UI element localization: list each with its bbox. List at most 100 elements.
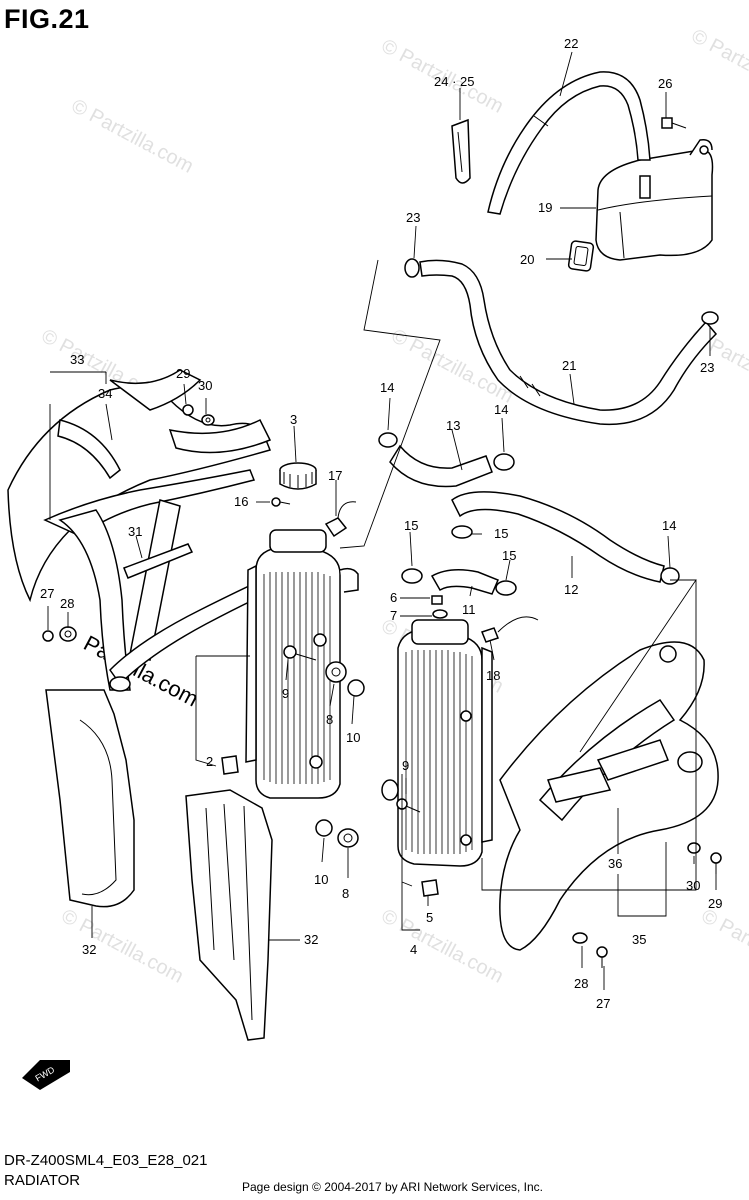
watermark: © Partzilla.com (68, 95, 197, 178)
watermark: © Partzilla.com (688, 25, 749, 108)
watermark: © Partzilla.com (58, 905, 187, 988)
clip-5 (421, 879, 439, 897)
tank-cushion (567, 240, 595, 272)
callout-11: 11 (462, 602, 476, 617)
watermark: © Partzilla.com (698, 905, 749, 988)
radiator-shroud-left (7, 369, 272, 603)
radiator-hose-13 (389, 444, 493, 488)
callout-28: 28 (574, 976, 588, 991)
bolt-6 (431, 595, 443, 605)
callout-2: 2 (206, 754, 213, 769)
callout-13: 13 (446, 418, 460, 433)
callout-6: 6 (390, 590, 397, 605)
callout-5: 5 (426, 910, 433, 925)
clamp-15-a (451, 525, 473, 539)
radiator-cap (279, 462, 317, 490)
callout-27: 27 (596, 996, 610, 1011)
reservoir-tank (595, 138, 714, 261)
thermo-sensor-18 (481, 616, 539, 643)
callout-29: 29 (708, 896, 722, 911)
callout-33: 33 (70, 352, 84, 367)
callout-18: 18 (486, 668, 500, 683)
clamp-14-a (378, 432, 398, 448)
screw-16 (271, 497, 291, 507)
bolt-9-left (283, 645, 317, 661)
callout-23: 23 (700, 360, 714, 375)
section-name: RADIATOR (4, 1172, 81, 1189)
shroud-bolt-29-right (710, 852, 722, 874)
callout-8: 8 (326, 712, 333, 727)
radiator-left-fins (263, 572, 331, 784)
callout-32: 32 (82, 942, 96, 957)
radiator-hose-11 (430, 569, 499, 595)
radiator-hose-12 (451, 491, 665, 583)
shroud-washer-30-right (687, 842, 701, 854)
callout-labels: 22 24 · 25 26 19 20 23 23 21 33 34 29 30… (40, 36, 722, 1011)
callout-22: 22 (564, 36, 578, 51)
watermark: © Partzilla.com (378, 905, 507, 988)
radiator-guard-left (45, 689, 135, 908)
figure-title: FIG.21 (4, 4, 90, 34)
callout-19: 19 (538, 200, 552, 215)
grommet-8-right (337, 828, 359, 848)
callout-31: 31 (128, 524, 142, 539)
shroud-bolt-29-left (182, 404, 194, 416)
callout-9: 9 (282, 686, 289, 701)
callout-36: 36 (608, 856, 622, 871)
collar-10-left (347, 679, 365, 697)
clamp-15-c (495, 580, 517, 596)
callout-14: 14 (380, 380, 394, 395)
callout-21: 21 (562, 358, 576, 373)
callout-20: 20 (520, 252, 534, 267)
callout-24-25: 24 · 25 (434, 74, 474, 89)
grommet-8-left (325, 661, 347, 683)
decal-31 (123, 543, 194, 579)
callout-15: 15 (502, 548, 516, 563)
callout-32: 32 (304, 932, 318, 947)
callout-7: 7 (390, 608, 397, 623)
leader-lines (47, 51, 717, 990)
radiator-guard-right (185, 789, 273, 1041)
callout-30: 30 (686, 878, 700, 893)
clip-2 (221, 755, 239, 775)
radiator-left (245, 529, 359, 799)
callout-14: 14 (494, 402, 508, 417)
callout-12: 12 (564, 582, 578, 597)
radiator-shroud-right (499, 641, 719, 951)
reservoir-hose (419, 259, 718, 426)
callout-23: 23 (406, 210, 420, 225)
clamp-14-c (660, 567, 680, 585)
callout-14: 14 (662, 518, 676, 533)
model-code: DR-Z400SML4_E03_E28_021 (4, 1152, 208, 1169)
callout-10: 10 (314, 872, 328, 887)
overflow-hose (487, 71, 651, 215)
shroud-bolt-27-right (596, 946, 608, 968)
callout-28: 28 (60, 596, 74, 611)
shroud-washer-30-left (201, 414, 215, 426)
radiator-shroud-frame-left (58, 499, 267, 692)
radiator-right-fins (405, 650, 473, 854)
callout-30: 30 (198, 378, 212, 393)
callout-17: 17 (328, 468, 342, 483)
callout-29: 29 (176, 366, 190, 381)
callout-15: 15 (404, 518, 418, 533)
callout-35: 35 (632, 932, 646, 947)
clamp-15-b (401, 568, 423, 584)
washer-7 (432, 609, 448, 619)
shroud-bolt-27-left (42, 630, 54, 642)
collar-10-right (315, 819, 333, 837)
callout-3: 3 (290, 412, 297, 427)
shroud-washer-28-right (572, 932, 588, 944)
callout-26: 26 (658, 76, 672, 91)
tank-bolt (661, 117, 687, 129)
shroud-washer-28-left (59, 626, 77, 642)
callout-10: 10 (346, 730, 360, 745)
clamp-14-b (493, 453, 515, 471)
callout-27: 27 (40, 586, 54, 601)
fan-thermo-switch-17 (324, 501, 357, 538)
clamp-23-upper (404, 258, 420, 278)
hose-clamp-24-25 (451, 118, 471, 184)
radiator-right (381, 619, 493, 867)
fwd-arrow: FWD (22, 1060, 70, 1090)
